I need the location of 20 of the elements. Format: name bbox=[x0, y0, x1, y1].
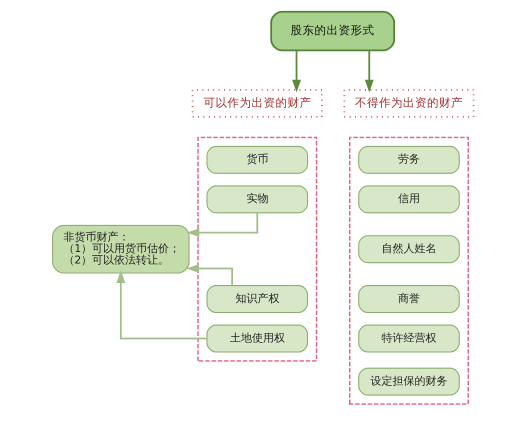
node-box: 劳务 bbox=[358, 146, 460, 174]
node-box: 信用 bbox=[358, 185, 460, 214]
arrow bbox=[186, 212, 258, 237]
node-box: 自然人姓名 bbox=[358, 235, 460, 264]
arrow bbox=[186, 264, 234, 286]
node-box: 非货币财产： （1）可以用货币估价； （2）可以依法转让。 bbox=[52, 224, 190, 274]
node-box: 土地使用权 bbox=[206, 324, 308, 353]
arrow bbox=[364, 50, 374, 92]
node-box: 实物 bbox=[206, 185, 308, 214]
arrow bbox=[116, 270, 207, 340]
node-box: 设定担保的财务 bbox=[358, 368, 460, 396]
node-box: 货币 bbox=[206, 146, 308, 174]
node-box: 特许经营权 bbox=[358, 324, 460, 353]
cluster bbox=[349, 136, 469, 405]
node-box: 股东的出资形式 bbox=[270, 10, 396, 52]
node-box: 商誉 bbox=[358, 285, 460, 314]
node-box: 不得作为出资的财产 bbox=[343, 88, 475, 118]
node-box: 可以作为出资的财产 bbox=[192, 88, 323, 118]
arrow bbox=[292, 50, 301, 92]
node-box: 知识产权 bbox=[206, 285, 308, 314]
